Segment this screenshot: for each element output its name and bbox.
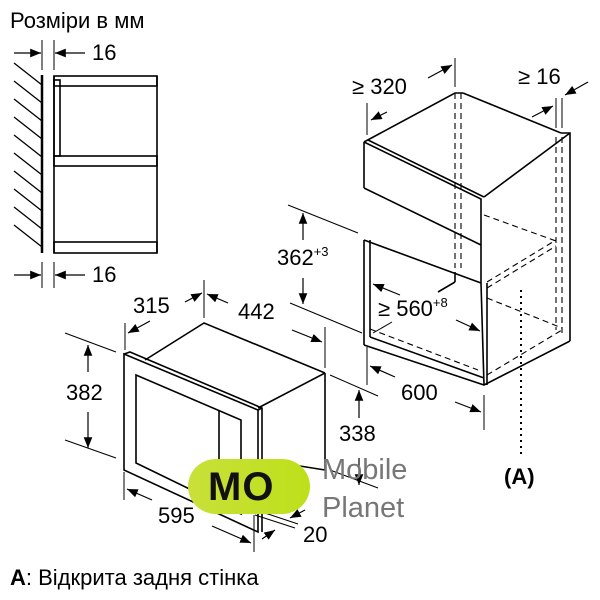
niche-height-label: 362+3 <box>277 244 329 270</box>
niche-height-tolerance: +3 <box>313 244 329 259</box>
cabinet-side-gap-label: ≥ 16 <box>518 66 561 88</box>
gte-symbol: ≥ <box>352 74 365 99</box>
watermark-text-line1: Mobile <box>322 454 408 486</box>
page-title: Розміри в мм <box>10 8 145 33</box>
wall-hatch <box>13 62 43 248</box>
watermark-logo-icon: MO <box>208 465 275 509</box>
open-back-marker: (A) <box>504 464 535 489</box>
appliance-body-height-label: 338 <box>339 421 376 446</box>
appliance-height-label: 382 <box>66 380 103 405</box>
gte-symbol: ≥ <box>378 296 391 321</box>
side-bottom-gap-label: 16 <box>92 262 117 287</box>
footnote: A: Відкрита задня стінка <box>10 565 259 591</box>
front-thickness-label: 20 <box>303 522 328 547</box>
watermark-text-line2: Planet <box>322 492 405 524</box>
cabinet-depth-value: 320 <box>370 74 407 99</box>
footnote-key: A <box>10 565 26 590</box>
footnote-text: : Відкрита задня стінка <box>25 565 259 590</box>
appliance-drawing <box>64 280 379 552</box>
gte-symbol: ≥ <box>518 64 531 89</box>
niche-width-tolerance: +8 <box>432 295 448 310</box>
cabinet-side-gap-value: 16 <box>536 64 561 89</box>
side-view-drawing <box>13 40 158 288</box>
appliance-depth-label: 315 <box>133 293 170 318</box>
cabinet-width-label: 600 <box>401 380 438 405</box>
niche-width-value: 560 <box>396 296 433 321</box>
niche-height-value: 362 <box>277 245 314 270</box>
side-top-gap-label: 16 <box>92 40 117 65</box>
cabinet-depth-label: ≥ 320 <box>352 76 407 98</box>
niche-width-label: ≥ 560+8 <box>378 295 448 321</box>
cabinet-drawing <box>287 58 589 455</box>
appliance-front-width-label: 595 <box>158 503 195 528</box>
appliance-body-width-label: 442 <box>238 299 275 324</box>
watermark-logo-badge: MO <box>188 459 310 514</box>
